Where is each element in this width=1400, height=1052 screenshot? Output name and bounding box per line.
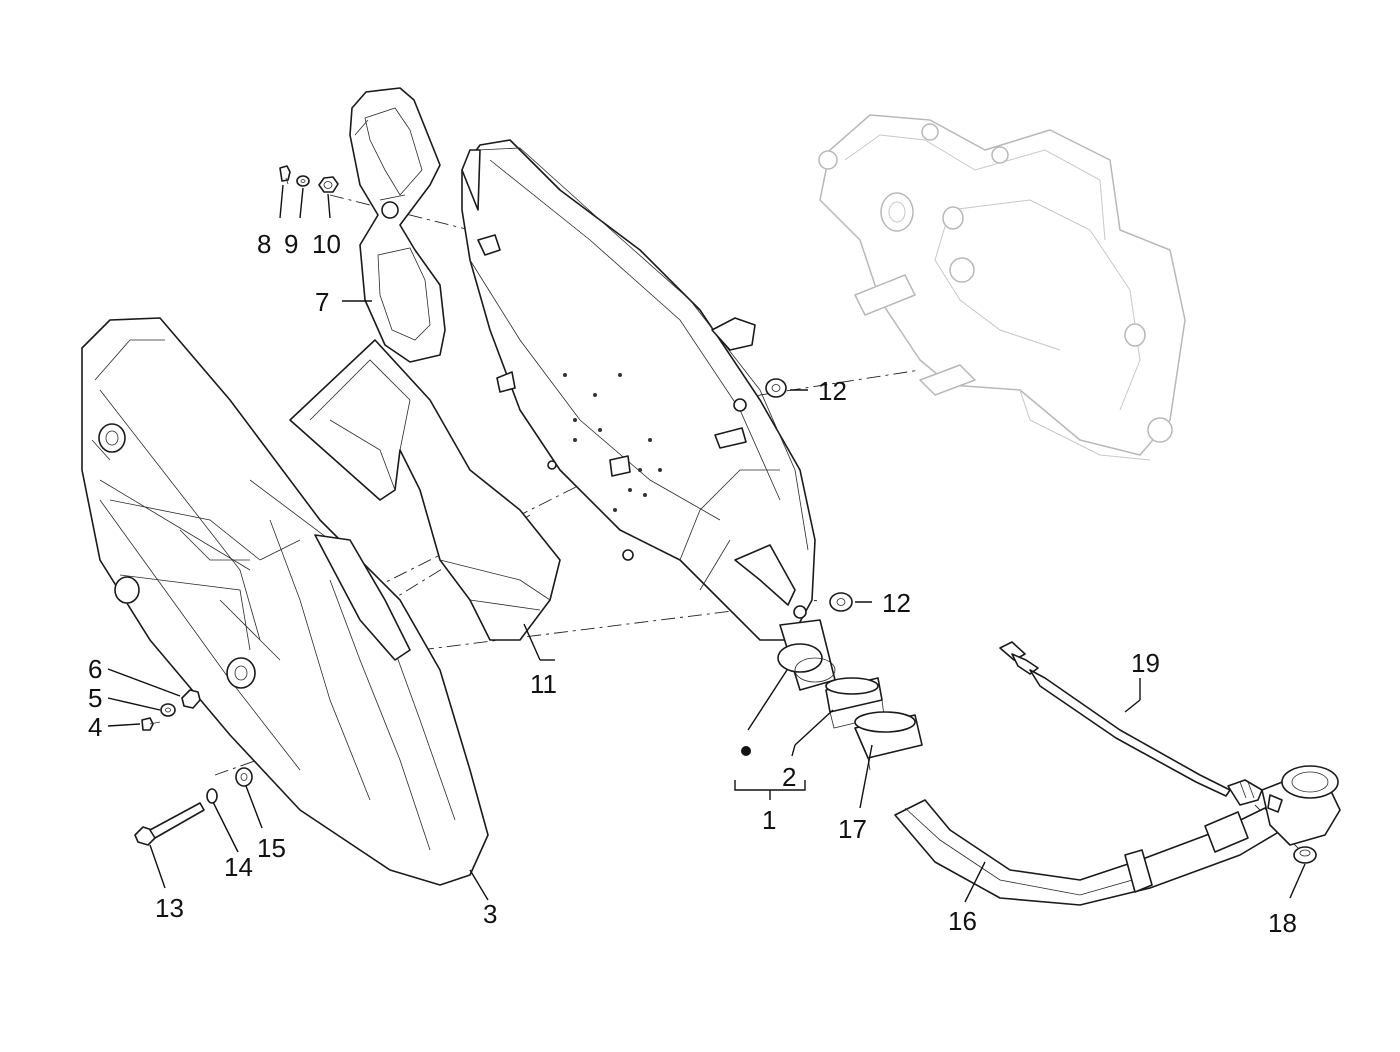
callout-12-upper: 12 <box>818 376 847 406</box>
callout-2: 2 <box>782 762 796 792</box>
callout-13: 13 <box>155 893 184 923</box>
callout-4: 4 <box>88 712 102 742</box>
outlet-clamp-part <box>777 619 836 691</box>
fastener-set-left <box>141 689 201 731</box>
callout-11: 11 <box>530 669 557 699</box>
bolt-set <box>134 767 253 846</box>
heat-shield-part <box>289 339 561 641</box>
callout-labels: 8 9 10 7 12 12 6 5 4 11 19 2 1 17 15 14 … <box>88 229 1297 938</box>
cap-nut-part <box>1293 846 1317 864</box>
exhaust-pipe-part <box>894 765 1341 906</box>
kit-marker-dot <box>741 746 751 756</box>
callout-7: 7 <box>315 287 329 317</box>
callout-10: 10 <box>312 229 341 259</box>
leader-lines <box>107 184 1306 903</box>
callout-17: 17 <box>838 814 867 844</box>
muffler-cover-part <box>81 317 489 886</box>
callout-1: 1 <box>762 805 776 835</box>
rear-bracket-part <box>349 87 446 363</box>
callout-16: 16 <box>948 906 977 936</box>
engine-bracket-ghost <box>818 114 1186 461</box>
callout-19: 19 <box>1131 648 1160 678</box>
callout-18: 18 <box>1268 908 1297 938</box>
callout-8: 8 <box>257 229 271 259</box>
screw-washer-nut-set <box>279 165 339 193</box>
callout-9: 9 <box>284 229 298 259</box>
callout-14: 14 <box>224 852 253 882</box>
callout-5: 5 <box>88 683 102 713</box>
callout-12-lower: 12 <box>882 588 911 618</box>
grommet-parts <box>765 378 853 612</box>
lambda-sensor-part <box>999 641 1263 806</box>
clamp-ring-part <box>854 711 923 771</box>
callout-3: 3 <box>483 899 497 929</box>
callout-6: 6 <box>88 654 102 684</box>
callout-15: 15 <box>257 833 286 863</box>
